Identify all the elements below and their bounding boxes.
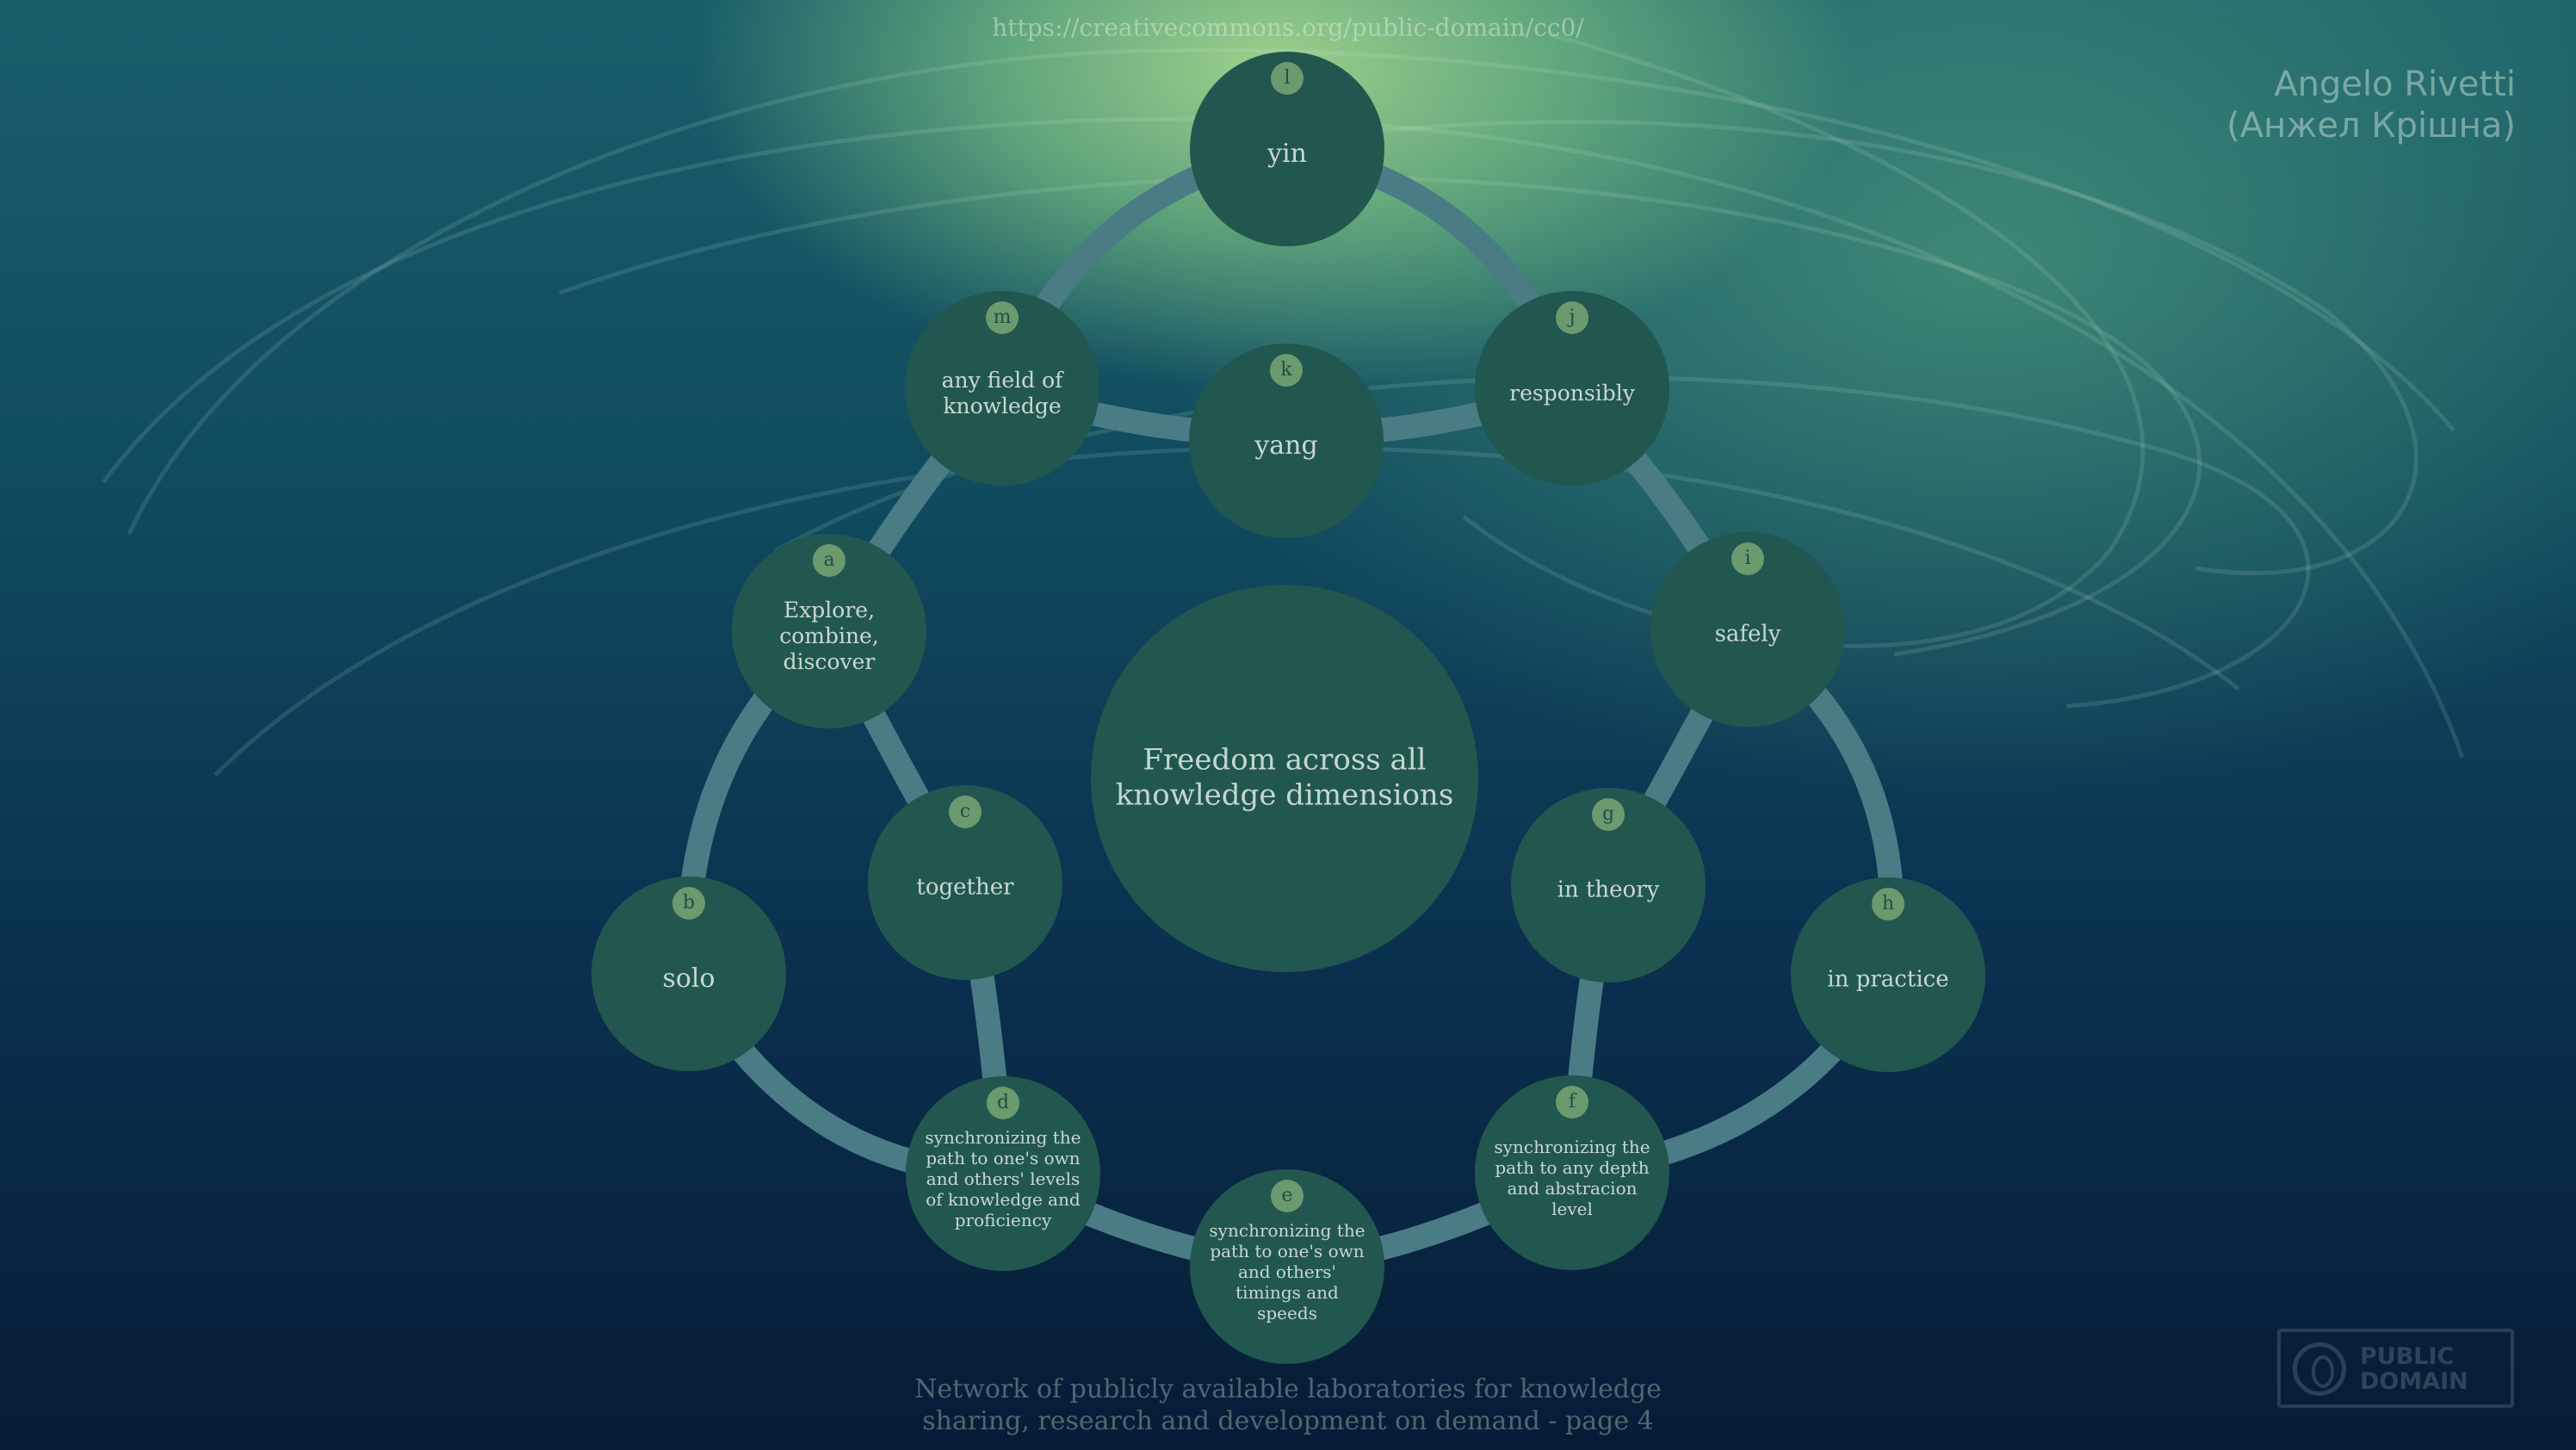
node-badge-a — [813, 544, 845, 577]
node-badge-e — [1271, 1180, 1303, 1212]
node-circle-h — [1791, 877, 1985, 1072]
node-badge-b — [672, 887, 705, 920]
public-domain-logo: PUBLIC DOMAIN — [2277, 1329, 2514, 1408]
node-circle-b — [591, 877, 786, 1071]
node-circle-i — [1650, 532, 1845, 727]
node-label-h: in practice — [1827, 966, 1949, 993]
node-badge-letter-b: b — [682, 892, 696, 914]
node-badge-letter-g: g — [1601, 803, 1615, 825]
node-label-b: solo — [662, 964, 715, 994]
logo-line-2: DOMAIN — [2360, 1368, 2468, 1395]
node-label-f: synchronizing the path to any depth and … — [1494, 1137, 1650, 1219]
node-badge-m — [986, 301, 1019, 334]
node-badge-i — [1731, 542, 1764, 575]
node-label-k: yang — [1254, 431, 1318, 461]
node-label-g: in theory — [1557, 877, 1660, 903]
node-badge-letter-k: k — [1280, 359, 1292, 381]
node-badge-letter-c: c — [959, 801, 971, 822]
node-badge-letter-l: l — [1284, 67, 1291, 89]
center-title: Freedom across all knowledge dimensions — [1115, 742, 1454, 813]
footer-line-2: sharing, research and development on dem… — [922, 1406, 1654, 1436]
node-circles — [591, 52, 1985, 1364]
node-badge-letter-h: h — [1881, 893, 1895, 914]
node-circle-f — [1475, 1075, 1669, 1270]
node-badge-letter-e: e — [1281, 1185, 1293, 1206]
node-circle-a — [732, 534, 926, 728]
public-domain-icon — [2293, 1342, 2346, 1396]
node-badge-k — [1270, 354, 1303, 387]
node-label-c: together — [916, 874, 1014, 901]
node-badge-letter-a: a — [823, 549, 835, 571]
node-badge-j — [1556, 301, 1588, 334]
node-label-a: Explore, combine, discover — [779, 598, 879, 674]
footer-line-1: Network of publicly available laboratori… — [914, 1374, 1662, 1404]
node-badge-c — [949, 796, 981, 828]
node-badge-h — [1872, 888, 1904, 920]
node-circle-j — [1475, 291, 1669, 486]
node-badge-letter-i: i — [1744, 548, 1751, 569]
node-circle-d — [906, 1076, 1100, 1271]
node-circle-m — [905, 291, 1099, 486]
node-circle-c — [868, 785, 1062, 980]
node-label-e: synchronizing the path to one's own and … — [1209, 1220, 1365, 1323]
node-label-l: yin — [1267, 139, 1307, 169]
center-circle — [1091, 585, 1478, 972]
page-footer: Network of publicly available laboratori… — [914, 1373, 1662, 1437]
public-domain-text: PUBLIC DOMAIN — [2360, 1344, 2468, 1394]
license-url[interactable]: https://creativecommons.org/public-domai… — [992, 13, 1584, 42]
node-badge-letter-f: f — [1568, 1091, 1576, 1112]
node-badge-g — [1592, 798, 1625, 831]
node-circle-e — [1190, 1169, 1384, 1364]
logo-line-1: PUBLIC — [2360, 1343, 2455, 1370]
author-credit: Angelo Rivetti (Анжел Крішна) — [2226, 64, 2516, 146]
author-name-cyrillic: (Анжел Крішна) — [2226, 106, 2516, 146]
node-badge-letter-d: d — [996, 1092, 1010, 1113]
node-circle-g — [1511, 788, 1706, 982]
author-name: Angelo Rivetti — [2274, 65, 2516, 104]
node-badge-l — [1271, 62, 1303, 95]
node-circle-l — [1190, 52, 1384, 246]
node-badge-d — [987, 1087, 1019, 1119]
node-badge-f — [1556, 1086, 1588, 1118]
node-label-d: synchronizing the path to one's own and … — [925, 1127, 1081, 1230]
node-label-m: any field of knowledge — [941, 368, 1063, 418]
node-label-i: safely — [1714, 621, 1781, 648]
node-label-j: responsibly — [1509, 381, 1635, 406]
node-circle-k — [1189, 344, 1384, 538]
node-badge-letter-m: m — [993, 307, 1012, 328]
node-badge-letter-j: j — [1569, 307, 1576, 328]
